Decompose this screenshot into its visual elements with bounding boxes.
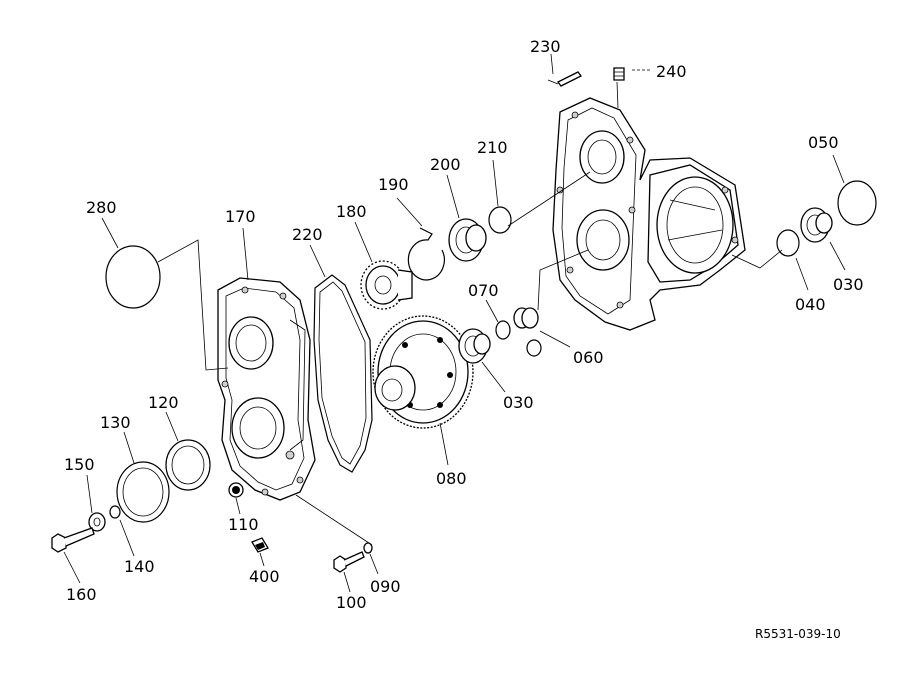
label-160: 160 [66, 585, 97, 604]
label-180: 180 [336, 202, 367, 221]
pin-230 [557, 71, 582, 87]
label-090: 090 [370, 577, 401, 596]
part-labels: 230 240 050 210 200 190 180 220 280 170 … [64, 37, 864, 641]
label-110: 110 [228, 515, 259, 534]
label-190: 190 [378, 175, 409, 194]
label-130: 130 [100, 413, 131, 432]
collar-070 [495, 320, 511, 340]
plug-400 [251, 537, 269, 553]
assembly-guide-lines [157, 79, 783, 546]
plug-240 [613, 67, 625, 81]
ring-040 [776, 229, 800, 257]
label-060: 060 [573, 348, 604, 367]
bolt-160 [51, 527, 95, 553]
o-ring-280 [105, 245, 161, 309]
plate-130 [116, 461, 170, 523]
label-210: 210 [477, 138, 508, 157]
label-120: 120 [148, 393, 179, 412]
label-080: 080 [436, 469, 467, 488]
label-230: 230 [530, 37, 561, 56]
washer-090 [363, 542, 373, 554]
label-400: 400 [249, 567, 280, 586]
o-ring-050 [837, 180, 877, 226]
gear-180 [360, 260, 413, 310]
ring-060-small [526, 339, 542, 357]
bolt-100 [333, 551, 365, 573]
plug-110 [228, 482, 244, 498]
label-200: 200 [430, 155, 461, 174]
gasket-220 [313, 274, 373, 473]
bearing-030-right [800, 207, 833, 243]
label-030-right: 030 [833, 275, 864, 294]
ring-210 [488, 206, 512, 234]
main-case-housing [552, 97, 746, 331]
bearing-200 [448, 218, 487, 262]
washer-140 [109, 505, 121, 519]
cover-housing-170 [217, 277, 316, 501]
label-070: 070 [468, 281, 499, 300]
label-220: 220 [292, 225, 323, 244]
label-280: 280 [86, 198, 117, 217]
leader-lines [63, 53, 846, 593]
snap-ring-190 [407, 227, 445, 281]
seal-120 [165, 439, 211, 491]
label-040: 040 [795, 295, 826, 314]
label-100: 100 [336, 593, 367, 612]
label-030-mid: 030 [503, 393, 534, 412]
label-170: 170 [225, 207, 256, 226]
spacer-060 [513, 307, 539, 329]
label-150: 150 [64, 455, 95, 474]
bearing-030-mid [458, 328, 491, 364]
label-140: 140 [124, 557, 155, 576]
reference-code: R5531-039-10 [755, 627, 841, 641]
gear-080 [372, 315, 474, 429]
label-240: 240 [656, 62, 687, 81]
label-050: 050 [808, 133, 839, 152]
washer-150 [88, 512, 106, 532]
